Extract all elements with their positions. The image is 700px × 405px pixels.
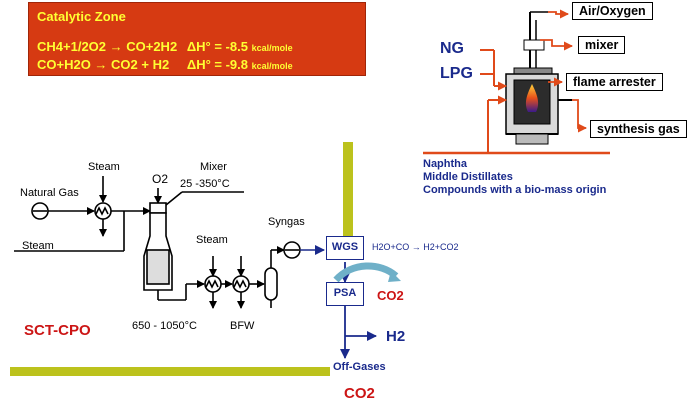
reaction-2-equation: CO+H2O → CO2 + H2: [37, 57, 170, 72]
reaction-1-equation: CH4+1/2O2 → CO+2H2: [37, 39, 178, 54]
steam-top-label: Steam: [88, 161, 120, 173]
synthesis-gas-label: synthesis gas: [590, 120, 687, 138]
catalytic-zone-title: Catalytic Zone: [37, 9, 126, 24]
lpg-label: LPG: [440, 65, 473, 82]
h2-label: H2: [386, 328, 406, 345]
reaction-2-unit: kcal/mole: [251, 61, 293, 71]
ng-label: NG: [440, 40, 464, 57]
separator-bar-vertical: [343, 142, 353, 236]
steam-mid-label: Steam: [196, 234, 228, 246]
purification-lines: [340, 262, 377, 359]
natural-gas-label: Natural Gas: [20, 187, 79, 199]
wgs-unit: WGS: [326, 236, 364, 260]
flame-arrester-label: flame arrester: [566, 73, 663, 91]
catalytic-zone-box: Catalytic Zone CH4+1/2O2 → CO+2H2 ΔH° = …: [28, 2, 366, 76]
psa-unit: PSA: [326, 282, 364, 306]
sct-cpo-label: SCT-CPO: [24, 322, 91, 339]
reaction-1-enthalpy: ΔH° = -8.5: [186, 39, 248, 54]
feed-biomass: Compounds with a bio-mass origin: [423, 184, 607, 196]
reactor-feed-lines: [423, 49, 610, 155]
steam-left-label: Steam: [22, 240, 54, 252]
feedstock-list: Naphtha Middle Distillates Compounds wit…: [423, 158, 606, 197]
mixer-temperature-label: 25 -350°C: [180, 178, 230, 190]
reaction-2: CO+H2O → CO2 + H2 ΔH° = -9.8 kcal/mole: [37, 57, 293, 72]
mixer-label: mixer: [578, 36, 626, 54]
reaction-1-unit: kcal/mole: [251, 43, 293, 53]
psa-label: PSA: [333, 287, 357, 299]
outlet-temperature-label: 650 - 1050°C: [132, 320, 197, 332]
reaction-2-enthalpy: ΔH° = -9.8: [186, 57, 248, 72]
reaction-1: CH4+1/2O2 → CO+2H2 ΔH° = -8.5 kcal/mole: [37, 39, 293, 54]
syngas-label: Syngas: [268, 216, 305, 228]
process-flowsheet: [14, 176, 325, 309]
co2-psa-label: CO2: [377, 288, 404, 303]
reactor-illustration: [498, 11, 572, 145]
reactor-callouts: [540, 9, 587, 133]
wgs-reaction-label: H2O+CO → H2+CO2: [372, 242, 459, 252]
air-oxygen-label: Air/Oxygen: [572, 2, 653, 20]
off-gases-label: Off-Gases: [333, 361, 386, 373]
o2-label: O2: [152, 172, 169, 186]
feed-naphtha: Naphtha: [423, 158, 467, 170]
bfw-label: BFW: [230, 320, 255, 332]
feed-middle-distillates: Middle Distillates: [423, 171, 513, 183]
mixer-process-label: Mixer: [200, 161, 227, 173]
co2-recycle-arrowhead: [388, 271, 401, 282]
separator-bar-horizontal: [10, 367, 330, 376]
wgs-label: WGS: [331, 241, 359, 253]
co2-bottom-label: CO2: [344, 385, 375, 402]
